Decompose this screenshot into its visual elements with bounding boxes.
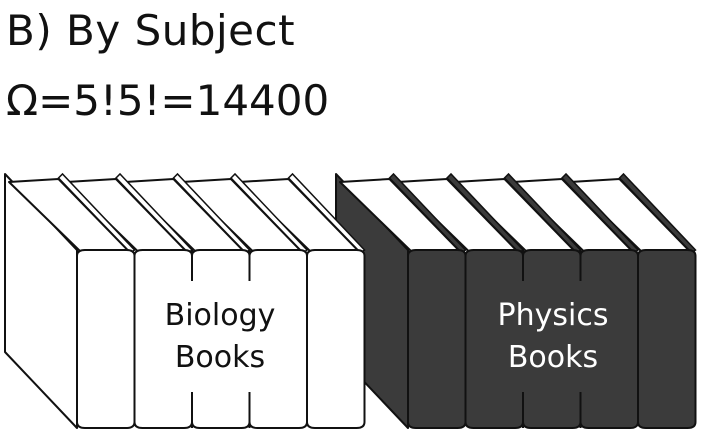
biology-book-spine: [191, 249, 251, 429]
physics-book-spine: [464, 249, 524, 429]
biology-book-spine: [306, 249, 366, 429]
slide-title: B) By Subject: [6, 6, 296, 55]
biology-book-spine: [133, 249, 193, 429]
physics-label-line1: Physics: [498, 298, 609, 333]
biology-book-spine: [248, 249, 308, 429]
biology-books-group: [4, 172, 366, 429]
biology-divider-gap: [247, 281, 252, 392]
physics-book-spine: [579, 249, 639, 429]
physics-divider-gap: [578, 281, 583, 392]
permutation-formula: Ω=5!5!=14400: [6, 76, 330, 125]
physics-book-spine: [522, 249, 582, 429]
biology-divider-gap: [190, 281, 194, 392]
physics-label-line2: Books: [508, 340, 598, 375]
biology-label-line1: Biology: [165, 298, 276, 333]
physics-book-spine: [407, 249, 467, 429]
physics-books-group: [335, 172, 697, 429]
biology-book-spine: [76, 249, 136, 429]
biology-label-line2: Books: [175, 340, 265, 375]
physics-divider-gap: [521, 281, 525, 392]
physics-book-spine: [637, 249, 697, 429]
